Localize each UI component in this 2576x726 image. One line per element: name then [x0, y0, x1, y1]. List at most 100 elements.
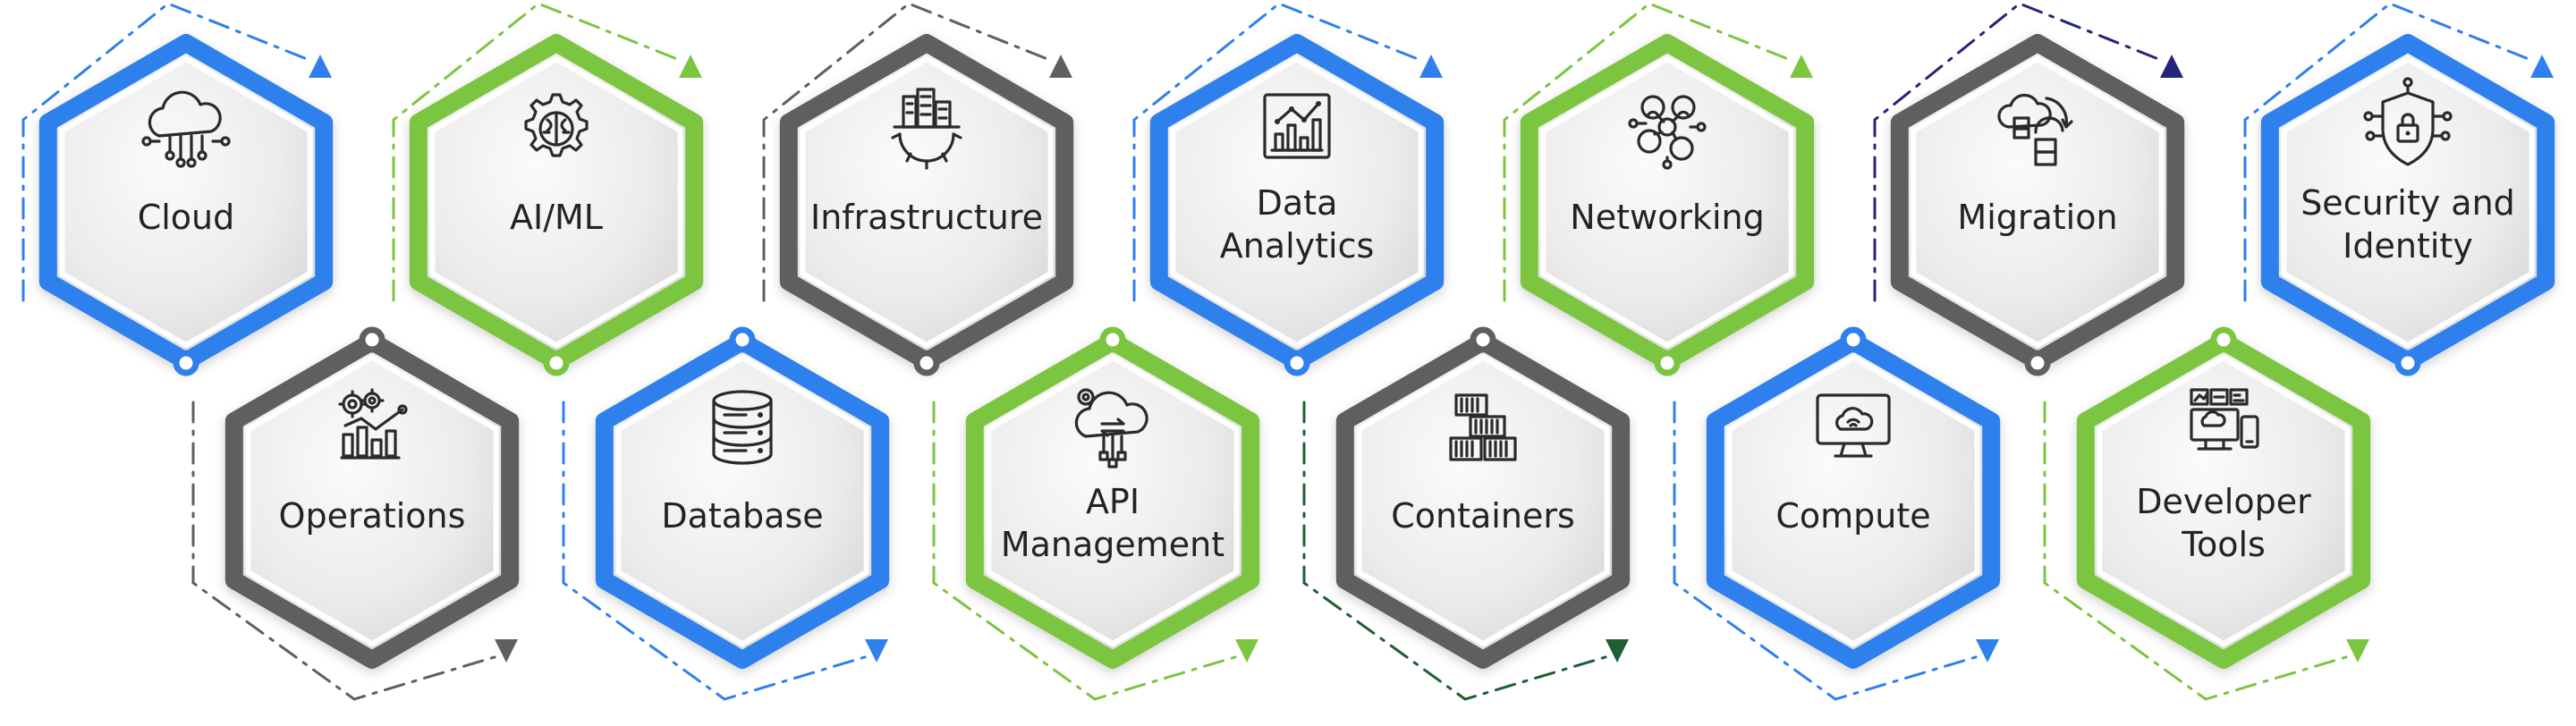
tile-label: Database	[661, 496, 823, 536]
api-cloud-icon	[1074, 388, 1148, 469]
flow-arrow	[191, 401, 518, 701]
connector-node-icon	[729, 326, 756, 353]
hexagon-inner-edge	[245, 355, 499, 646]
arrow-head-icon	[1790, 55, 1813, 78]
tile-ai-ml: AI/ML	[409, 34, 704, 376]
flow-arrow	[1873, 2, 2183, 302]
dashed-path	[2043, 401, 2351, 701]
arrow-head-icon	[1976, 639, 1999, 663]
connector-node-icon	[2394, 350, 2421, 376]
flow-arrow	[1673, 401, 1999, 701]
connector-node-icon	[1099, 326, 1126, 353]
hexagon-inner-edge	[1170, 56, 1424, 348]
network-people-icon	[1628, 95, 1707, 170]
hexagon-inner-edge	[615, 355, 869, 646]
flow-arrow	[392, 2, 702, 302]
analytics-chart-icon	[1263, 93, 1331, 159]
arrow-head-icon	[2530, 55, 2554, 78]
tile-label: Security and	[2301, 183, 2515, 223]
hexagon-inner-edge	[2097, 355, 2351, 646]
hexagon-inner-edge	[800, 56, 1054, 348]
hexagon-ring	[595, 333, 890, 669]
tile-label: Operations	[279, 496, 466, 536]
dashed-path	[932, 401, 1240, 701]
dashed-path	[392, 2, 683, 302]
dashed-path	[191, 401, 499, 701]
flow-arrow	[1132, 2, 1443, 302]
hexagon-inner-edge	[2281, 56, 2535, 348]
buildings-gear-icon	[891, 88, 962, 170]
connector-node-icon	[2024, 350, 2051, 376]
arrow-head-icon	[2160, 55, 2183, 78]
tile-label: Cloud	[138, 198, 235, 237]
flow-arrow	[762, 2, 1072, 302]
dashed-path	[1302, 401, 1610, 701]
tile-operations: Operations	[225, 326, 520, 669]
flow-arrow	[2043, 401, 2369, 701]
dashed-path	[2243, 2, 2535, 302]
arrow-head-icon	[1606, 639, 1629, 663]
hexagon-ring	[1706, 333, 2001, 669]
arrow-head-icon	[309, 55, 332, 78]
connector-node-icon	[913, 350, 940, 376]
connector-node-icon	[2210, 326, 2237, 353]
hexagon-inner-edge	[1911, 56, 2165, 348]
dashed-path	[562, 401, 869, 701]
dashed-path	[762, 2, 1054, 302]
dashed-path	[1132, 2, 1424, 302]
hexagon-inner-edge	[429, 56, 683, 348]
hexagon-inner-edge	[1726, 355, 1980, 646]
devices-icon	[2190, 388, 2259, 451]
tile-cloud: Cloud	[38, 34, 334, 376]
connector-node-icon	[359, 326, 386, 353]
flow-arrow	[21, 2, 332, 302]
hexagon-ring	[2076, 333, 2371, 669]
connector-node-icon	[1654, 350, 1681, 376]
arrow-head-icon	[495, 639, 518, 663]
tile-containers: Containers	[1335, 326, 1631, 669]
containers-icon	[1449, 393, 1517, 461]
hexagon-inner-edge	[1540, 56, 1794, 348]
tile-label: Compute	[1775, 496, 1930, 536]
tile-label: Identity	[2343, 226, 2473, 266]
flow-arrow	[1302, 401, 1629, 701]
tile-database: Database	[595, 326, 890, 669]
arrow-head-icon	[865, 639, 888, 663]
tile-infrastructure: Infrastructure	[779, 34, 1074, 376]
tile-label: Data	[1257, 183, 1338, 223]
dashed-path	[21, 2, 313, 302]
migration-icon	[1997, 93, 2073, 166]
cloud-network-icon	[141, 90, 231, 168]
dashed-path	[1673, 401, 1980, 701]
hexagon-ring	[1335, 333, 1631, 669]
tile-networking: Networking	[1520, 34, 1815, 376]
brain-gear-icon	[524, 93, 589, 157]
connector-node-icon	[543, 350, 570, 376]
tile-label: API	[1086, 482, 1140, 521]
tile-migration: Migration	[1890, 34, 2185, 376]
flow-arrow	[932, 401, 1258, 701]
hexagon-inner-edge	[1356, 355, 1610, 646]
connector-node-icon	[173, 350, 199, 376]
flow-arrow	[2243, 2, 2554, 302]
hexagon-ring	[225, 333, 520, 669]
gears-chart-icon	[338, 388, 408, 460]
tile-label: Tools	[2181, 525, 2266, 564]
tile-label: Containers	[1391, 496, 1575, 536]
arrow-head-icon	[2346, 639, 2369, 663]
arrow-head-icon	[1235, 639, 1258, 663]
tile-label: Networking	[1570, 198, 1764, 237]
database-icon	[712, 390, 773, 465]
arrow-head-icon	[1049, 55, 1072, 78]
dashed-path	[1503, 2, 1794, 302]
tile-label: Migration	[1957, 198, 2117, 237]
tile-label: Infrastructure	[810, 198, 1043, 237]
hexagon-inner-edge	[59, 56, 313, 348]
connector-node-icon	[1840, 326, 1867, 353]
tile-label: AI/ML	[510, 198, 603, 237]
